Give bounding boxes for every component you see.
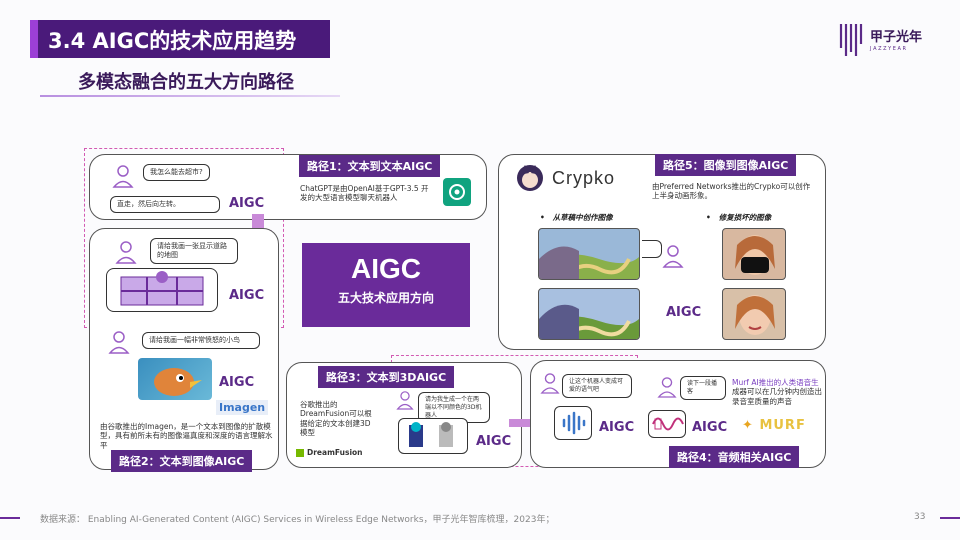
- chatgpt-icon: [443, 178, 471, 206]
- footer-line-right: [940, 517, 960, 519]
- audio-wave-icon: [554, 406, 592, 440]
- path5-desc: 由Preferred Networks推出的Crypko可以创作上半身动画形象。: [652, 182, 811, 201]
- imagen-logo: Imagen: [216, 400, 269, 415]
- path3-desc: 谷歌推出的DreamFusion可以根据给定的文本创建3D模型: [300, 400, 372, 438]
- center-aigc-box: AIGC 五大技术应用方向: [302, 243, 470, 327]
- path5-sub2-text: 修复损坏的图像: [718, 213, 772, 222]
- path4-desc-highlight: Murf AI推出的人类语音生: [732, 378, 819, 387]
- logo-icon: [839, 24, 863, 56]
- angry-bird-image: [138, 358, 212, 400]
- user-icon: [662, 245, 684, 268]
- dreamfusion-logo: DreamFusion: [296, 448, 363, 457]
- path1-label: 路径1：文本到文本AIGC: [299, 155, 441, 177]
- path4-desc: Murf AI推出的人类语音生成器可以在几分钟内创造出录音室质量的声音: [732, 378, 824, 406]
- page-subtitle: 多模态融合的五大方向路径: [78, 72, 294, 93]
- path3-label: 路径3：文本到3DAIGC: [318, 366, 455, 388]
- path4-aigc1: AIGC: [599, 420, 635, 435]
- path1-answer: 直走，然后向左转。: [110, 196, 220, 214]
- logo-text: 甲子光年: [870, 30, 923, 45]
- path2-desc: 由谷歌推出的Imagen，是一个文本到图像的扩散模型，具有前所未有的图像逼真度和…: [100, 422, 273, 450]
- page-title: 3.4 AIGC的技术应用趋势: [48, 29, 297, 53]
- logo-subtext: J A Z Z Y E A R: [870, 46, 906, 52]
- path2-label: 路径2：文本到图像AIGC: [111, 450, 253, 472]
- user-icon: [657, 377, 677, 398]
- subtitle-underline: [40, 95, 340, 97]
- map-image: [106, 268, 218, 312]
- path5-label: 路径5：图像到图像AIGC: [655, 154, 797, 176]
- dreamfusion-text: DreamFusion: [307, 448, 363, 457]
- path5-aigc: AIGC: [666, 305, 702, 320]
- crypko-avatar: [515, 163, 545, 193]
- path4-question2: 读下一段播客: [680, 376, 726, 400]
- path2-aigc1: AIGC: [229, 288, 265, 303]
- masked-face-image: [722, 228, 786, 280]
- podcast-image: [648, 410, 686, 438]
- user-icon: [108, 331, 130, 354]
- user-icon: [540, 373, 560, 394]
- brand-logo: 甲子光年 J A Z Z Y E A R: [838, 22, 938, 62]
- path5-sub2: • 修复损坏的图像: [706, 213, 772, 222]
- robot-3d-image: [398, 418, 468, 454]
- path4-label: 路径4：音频相关AIGC: [669, 446, 800, 468]
- path4-desc-rest: 成器可以在几分钟内创造出录音室质量的声音: [732, 387, 822, 406]
- path2-question1: 请给我画一张显示道路的地图: [150, 238, 238, 265]
- sketch-image: [538, 228, 640, 280]
- path5-sub1: • 从草稿中创作图像: [540, 213, 613, 222]
- path5-bubble: [642, 240, 662, 258]
- user-icon: [112, 165, 134, 188]
- path1-aigc: AIGC: [229, 196, 265, 211]
- murf-text: MURF: [759, 418, 806, 433]
- path2-aigc2: AIGC: [219, 375, 255, 390]
- path2-question2: 请给我画一幅非常愤怒的小鸟: [142, 332, 260, 350]
- user-icon: [115, 241, 137, 264]
- footer-line-left: [0, 517, 20, 519]
- path3-aigc: AIGC: [476, 434, 512, 449]
- center-subtitle: 五大技术应用方向: [337, 291, 434, 305]
- center-title: AIGC: [351, 253, 421, 284]
- path1-question: 我怎么能去超市?: [143, 164, 210, 182]
- path4-question1: 让这个机器人变成可爱的语气吧: [562, 374, 632, 398]
- path4-aigc2: AIGC: [692, 420, 728, 435]
- murf-logo: ✦ MURF: [742, 418, 806, 433]
- restored-face-image: [722, 288, 786, 340]
- footer-source: 数据来源： Enabling AI-Generated Content (AIG…: [40, 515, 555, 525]
- path1-desc: ChatGPT是由OpenAI基于GPT-3.5 开发的大型语言模型聊天机器人: [300, 184, 429, 203]
- crypko-logo: Crypko: [552, 168, 616, 188]
- page-number: 33: [914, 512, 926, 522]
- user-icon: [396, 391, 414, 410]
- title-bar: [30, 20, 330, 58]
- generated-image: [538, 288, 640, 340]
- path5-sub1-text: 从草稿中创作图像: [552, 213, 613, 222]
